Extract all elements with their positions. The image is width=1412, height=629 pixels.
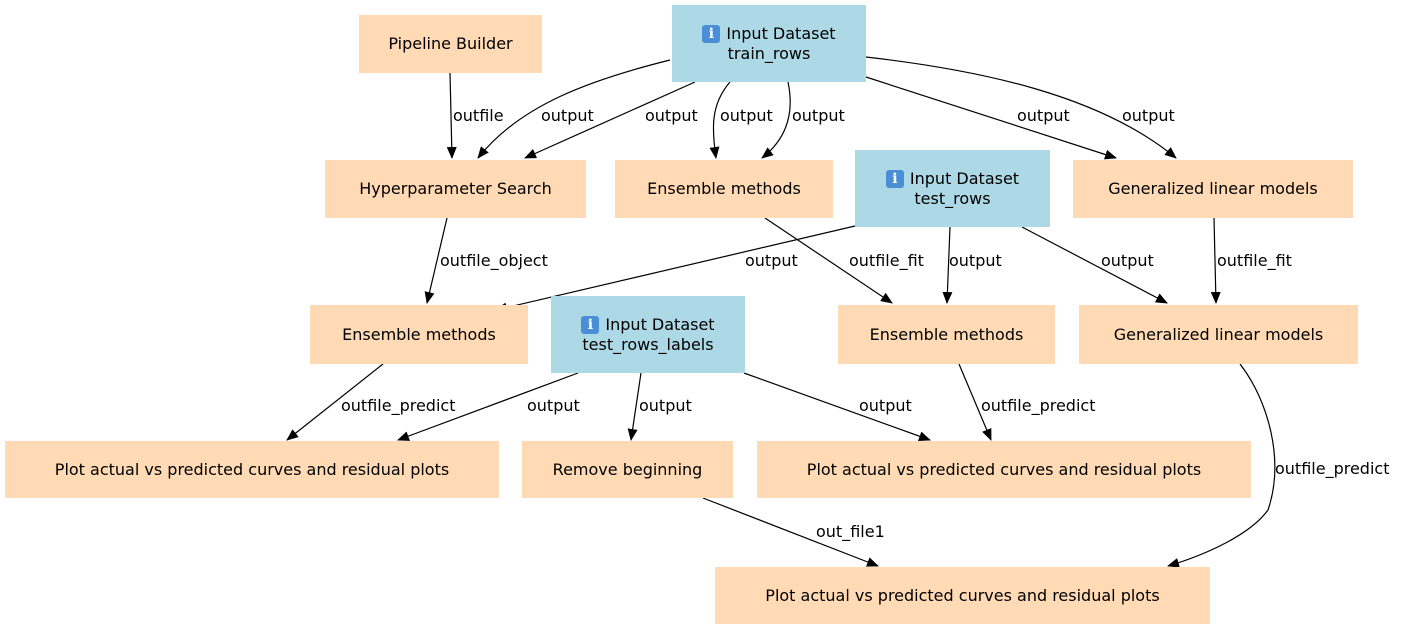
node-label: Hyperparameter Search xyxy=(359,179,552,198)
edge-label: out_file1 xyxy=(816,522,885,541)
edge-train-to-hyper-2 xyxy=(524,81,696,159)
edge-label: outfile xyxy=(453,106,504,125)
edge-label: outfile_object xyxy=(440,251,548,270)
edge-glm2-to-plot3 xyxy=(1167,363,1276,568)
node-label: Remove beginning xyxy=(552,459,703,479)
edge-label: outfile_fit xyxy=(1217,251,1292,270)
edge-train-to-glm1-2 xyxy=(865,56,1177,159)
node-ensemble-methods-1[interactable]: Ensemble methods xyxy=(615,160,833,218)
edge-label: output xyxy=(527,396,580,415)
edge-labels-to-plot2 xyxy=(743,372,931,441)
info-icon: i xyxy=(581,315,600,334)
node-heading: Input Dataset xyxy=(726,23,836,43)
edge-remove-to-plot3 xyxy=(702,497,879,567)
edge-label: output xyxy=(1101,251,1154,270)
node-label: Generalized linear models xyxy=(1113,324,1324,344)
edge-label: output xyxy=(720,106,773,125)
node-ensemble-methods-3[interactable]: Ensemble methods xyxy=(838,305,1055,364)
edge-labels-to-plot1 xyxy=(397,372,579,441)
edge-label: output xyxy=(1122,106,1175,125)
edge-label: output xyxy=(792,106,845,125)
edge-train-to-ensemble1-2 xyxy=(761,81,791,159)
edge-label: outfile_predict xyxy=(341,396,456,415)
node-ensemble-methods-2[interactable]: Ensemble methods xyxy=(310,305,528,364)
node-pipeline-builder[interactable]: Pipeline Builder xyxy=(359,15,542,73)
edge-ensemble3-to-plot2 xyxy=(958,363,992,441)
edge-label: output xyxy=(1017,106,1070,125)
node-label: Plot actual vs predicted curves and resi… xyxy=(54,459,450,479)
edge-train-to-glm1-1 xyxy=(865,76,1117,160)
node-heading: Input Dataset xyxy=(605,314,715,334)
node-dataset-name: test_rows_labels xyxy=(582,334,714,354)
edge-label: outfile_predict xyxy=(981,396,1096,415)
edge-label: output xyxy=(859,396,912,415)
node-input-dataset-test-rows-labels[interactable]: i Input Dataset test_rows_labels xyxy=(551,296,745,373)
node-hyperparameter-search[interactable]: Hyperparameter Search xyxy=(325,160,586,218)
edge-label: output xyxy=(639,396,692,415)
edge-test-to-glm2 xyxy=(1021,226,1168,304)
edge-train-to-ensemble1-1 xyxy=(709,81,731,159)
node-heading: Input Dataset xyxy=(909,168,1020,188)
node-remove-beginning[interactable]: Remove beginning xyxy=(522,441,733,498)
info-icon: i xyxy=(885,169,904,188)
edge-label: outfile_predict xyxy=(1275,459,1390,478)
edge-ensemble1-to-ensemble3 xyxy=(764,217,893,304)
edge-label: output xyxy=(745,251,798,270)
edge-label: outfile_fit xyxy=(849,251,924,270)
node-plot-actual-vs-predicted-2[interactable]: Plot actual vs predicted curves and resi… xyxy=(757,441,1251,498)
node-label: Ensemble methods xyxy=(869,324,1024,344)
edge-label: output xyxy=(949,251,1002,270)
edge-ensemble2-to-plot1 xyxy=(286,363,384,441)
node-generalized-linear-models-1[interactable]: Generalized linear models xyxy=(1073,160,1353,218)
node-label: Pipeline Builder xyxy=(388,34,513,53)
node-generalized-linear-models-2[interactable]: Generalized linear models xyxy=(1079,305,1358,364)
edge-pipeline-to-hyper xyxy=(446,72,457,159)
node-dataset-name: train_rows xyxy=(727,43,811,63)
node-label: Plot actual vs predicted curves and resi… xyxy=(765,585,1160,605)
node-input-dataset-test-rows[interactable]: i Input Dataset test_rows xyxy=(855,150,1050,227)
node-label: Ensemble methods xyxy=(647,179,801,198)
node-plot-actual-vs-predicted-3[interactable]: Plot actual vs predicted curves and resi… xyxy=(715,567,1210,624)
edge-labels-to-remove xyxy=(627,372,642,441)
info-icon: i xyxy=(702,24,721,43)
edge-hyper-to-ensemble2 xyxy=(424,217,448,304)
edge-glm1-to-glm2 xyxy=(1210,217,1221,304)
node-label: Plot actual vs predicted curves and resi… xyxy=(806,459,1202,479)
node-label: Ensemble methods xyxy=(342,324,496,344)
edge-label: output xyxy=(541,106,594,125)
edge-train-to-hyper-1 xyxy=(477,59,671,159)
node-dataset-name: test_rows xyxy=(914,188,991,208)
node-plot-actual-vs-predicted-1[interactable]: Plot actual vs predicted curves and resi… xyxy=(5,441,499,498)
edge-label: output xyxy=(645,106,698,125)
edge-test-to-ensemble3 xyxy=(942,226,953,304)
node-label: Generalized linear models xyxy=(1108,179,1318,198)
node-input-dataset-train-rows[interactable]: i Input Dataset train_rows xyxy=(672,5,866,82)
